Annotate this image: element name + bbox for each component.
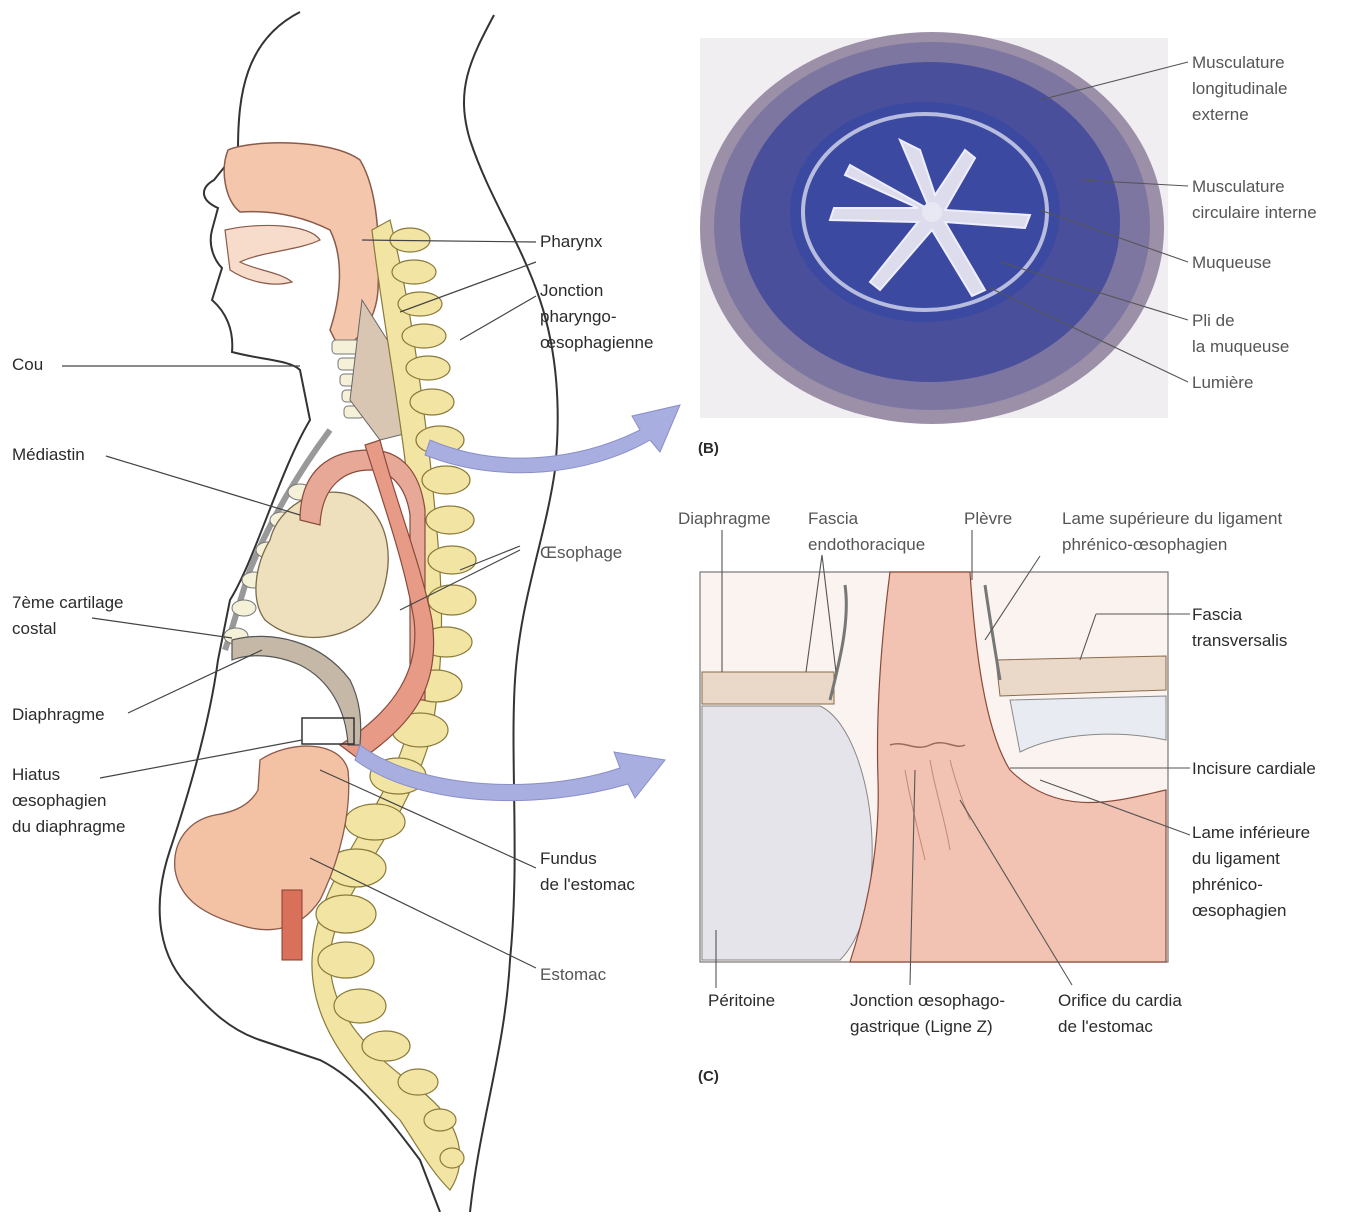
panel-c-letter: (C) <box>698 1064 719 1090</box>
label-diaphragme-c: Diaphragme <box>678 506 771 532</box>
label-peritoine: Péritoine <box>708 988 775 1014</box>
label-incisure-cardiale: Incisure cardiale <box>1192 756 1316 782</box>
label-fascia-endothoracique: Fascia endothoracique <box>808 506 925 558</box>
label-muqueuse: Muqueuse <box>1192 250 1271 276</box>
label-estomac: Estomac <box>540 962 606 988</box>
label-cou: Cou <box>12 352 43 378</box>
label-oesophage: Œsophage <box>540 540 622 566</box>
label-lame-superieure: Lame supérieure du ligament phrénico-œso… <box>1062 506 1282 558</box>
label-pli-muqueuse: Pli de la muqueuse <box>1192 308 1289 360</box>
label-pharynx: Pharynx <box>540 229 602 255</box>
label-fundus: Fundus de l'estomac <box>540 846 635 898</box>
label-orifice-cardia: Orifice du cardia de l'estomac <box>1058 988 1182 1040</box>
panel-b-histology <box>700 32 1168 424</box>
diaphragm <box>232 636 361 745</box>
label-musc-circulaire: Musculature circulaire interne <box>1192 174 1317 226</box>
label-plevre: Plèvre <box>964 506 1012 532</box>
back-outline <box>464 15 558 1212</box>
label-lame-inferieure: Lame inférieure du ligament phrénico- œs… <box>1192 820 1310 924</box>
panel-a-body-illustration <box>160 12 558 1212</box>
descending-aorta <box>282 890 302 960</box>
diaphragm-band-left <box>702 672 834 704</box>
label-jonction-oesophago-gastrique: Jonction œsophago- gastrique (Ligne Z) <box>850 988 1005 1040</box>
diaphragm-band-right <box>996 656 1166 696</box>
label-musc-longitudinale: Musculature longitudinale externe <box>1192 50 1287 128</box>
label-lumiere: Lumière <box>1192 370 1253 396</box>
label-7eme-cartilage: 7ème cartilage costal <box>12 590 124 642</box>
label-diaphragme-a: Diaphragme <box>12 702 105 728</box>
left-cavity <box>702 706 872 960</box>
label-jonction-pharyngo: Jonction pharyngo- œsophagienne <box>540 278 653 356</box>
label-fascia-transversalis: Fascia transversalis <box>1192 602 1287 654</box>
oral-cavity <box>225 225 320 284</box>
panel-b-letter: (B) <box>698 436 719 462</box>
label-hiatus: Hiatus œsophagien du diaphragme <box>12 762 125 840</box>
panel-c-junction <box>700 572 1168 962</box>
label-mediastin: Médiastin <box>12 442 85 468</box>
